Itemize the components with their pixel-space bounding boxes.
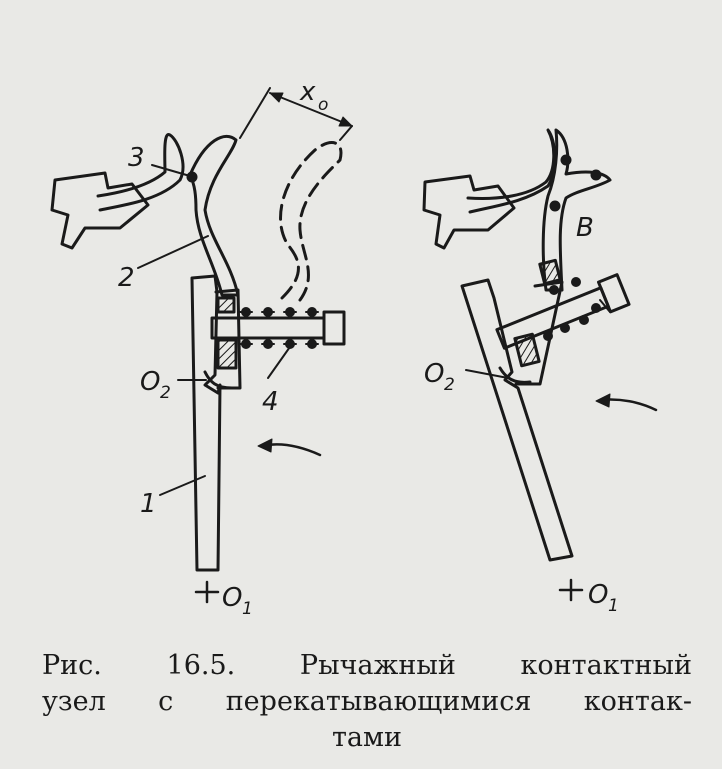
caption-word: перекатывающимися bbox=[225, 686, 532, 717]
leader-2 bbox=[137, 235, 209, 269]
label-o1-right-sub: 1 bbox=[608, 596, 619, 616]
left-spring-4 bbox=[239, 307, 319, 349]
leader-3 bbox=[151, 164, 191, 177]
figure-caption: Рис. 16.5. Рычажный контактный узел с пе… bbox=[42, 648, 692, 756]
leader-1 bbox=[159, 475, 206, 496]
x0-arrow-left bbox=[269, 92, 284, 103]
label-b: B bbox=[576, 213, 594, 243]
right-pivot-o1-icon bbox=[558, 578, 584, 602]
left-bracket-top bbox=[216, 296, 236, 314]
label-2: 2 bbox=[118, 263, 135, 293]
caption-line-1: Рис. 16.5. Рычажный контактный bbox=[42, 648, 692, 684]
right-bracket-top bbox=[538, 258, 562, 286]
label-o2-left-sub: 2 bbox=[160, 383, 171, 403]
right-view bbox=[422, 128, 658, 602]
caption-line-2: узел с перекатывающимися контак- bbox=[42, 684, 692, 720]
leader-4 bbox=[267, 343, 293, 379]
left-moving-contact-2 bbox=[188, 134, 240, 297]
left-bracket-bottom bbox=[216, 338, 238, 370]
left-view bbox=[50, 87, 353, 604]
left-fixed-holder bbox=[50, 171, 150, 250]
label-o1-left-main: O bbox=[222, 583, 242, 613]
label-o2-right-main: O bbox=[424, 359, 444, 389]
right-bolt bbox=[495, 273, 631, 350]
label-o1-right-main: O bbox=[588, 580, 608, 610]
caption-word: контак- bbox=[583, 686, 692, 717]
left-lever-notch bbox=[203, 370, 234, 390]
right-lever-notch bbox=[498, 366, 532, 384]
caption-word: узел bbox=[42, 686, 106, 717]
right-fixed-contact bbox=[466, 128, 557, 214]
right-fixed-holder bbox=[422, 174, 516, 250]
left-bolt-shaft bbox=[210, 316, 326, 340]
right-rotation-arrowhead bbox=[595, 393, 611, 408]
caption-word: Рис. bbox=[42, 650, 102, 681]
contact-point-b-1 bbox=[560, 154, 572, 166]
label-o1-left-sub: 1 bbox=[242, 599, 253, 619]
left-lever-1 bbox=[190, 274, 222, 572]
label-o2-left-main: O bbox=[140, 367, 160, 397]
x0-dimension-line bbox=[269, 92, 353, 127]
caption-word: Рычажный bbox=[299, 650, 456, 681]
left-dashed-contact bbox=[279, 141, 343, 302]
left-bolt-head bbox=[322, 310, 346, 346]
contact-point-b-2 bbox=[549, 200, 561, 212]
label-3: 3 bbox=[128, 143, 145, 173]
label-o2-right-sub: 2 bbox=[444, 375, 455, 395]
contact-point-3 bbox=[186, 171, 198, 183]
left-pivot-o1-icon bbox=[194, 580, 220, 604]
left-fixed-contact-3 bbox=[96, 133, 185, 212]
left-rotation-arrowhead bbox=[257, 438, 273, 453]
contact-assembly-diagram: 3 2 4 1 x o O 2 O 1 O 2 O 1 B bbox=[50, 77, 658, 619]
right-moving-contact bbox=[541, 128, 612, 292]
leader-o2-right bbox=[465, 369, 509, 379]
caption-word: 16.5. bbox=[166, 650, 236, 681]
contact-point-b-3 bbox=[590, 169, 602, 181]
label-x0-sub: o bbox=[318, 95, 328, 115]
label-4: 4 bbox=[262, 387, 279, 417]
x0-arrow-right bbox=[338, 116, 353, 127]
right-lever bbox=[460, 278, 574, 562]
caption-line-3: тами bbox=[42, 720, 692, 756]
label-1: 1 bbox=[140, 489, 157, 519]
label-x0-main: x bbox=[299, 77, 316, 107]
x0-extension-left bbox=[239, 87, 271, 139]
x0-extension-right bbox=[339, 125, 353, 141]
caption-word: с bbox=[158, 686, 174, 717]
caption-word: тами bbox=[331, 722, 403, 753]
right-spring bbox=[543, 277, 611, 341]
caption-word: контактный bbox=[520, 650, 692, 681]
